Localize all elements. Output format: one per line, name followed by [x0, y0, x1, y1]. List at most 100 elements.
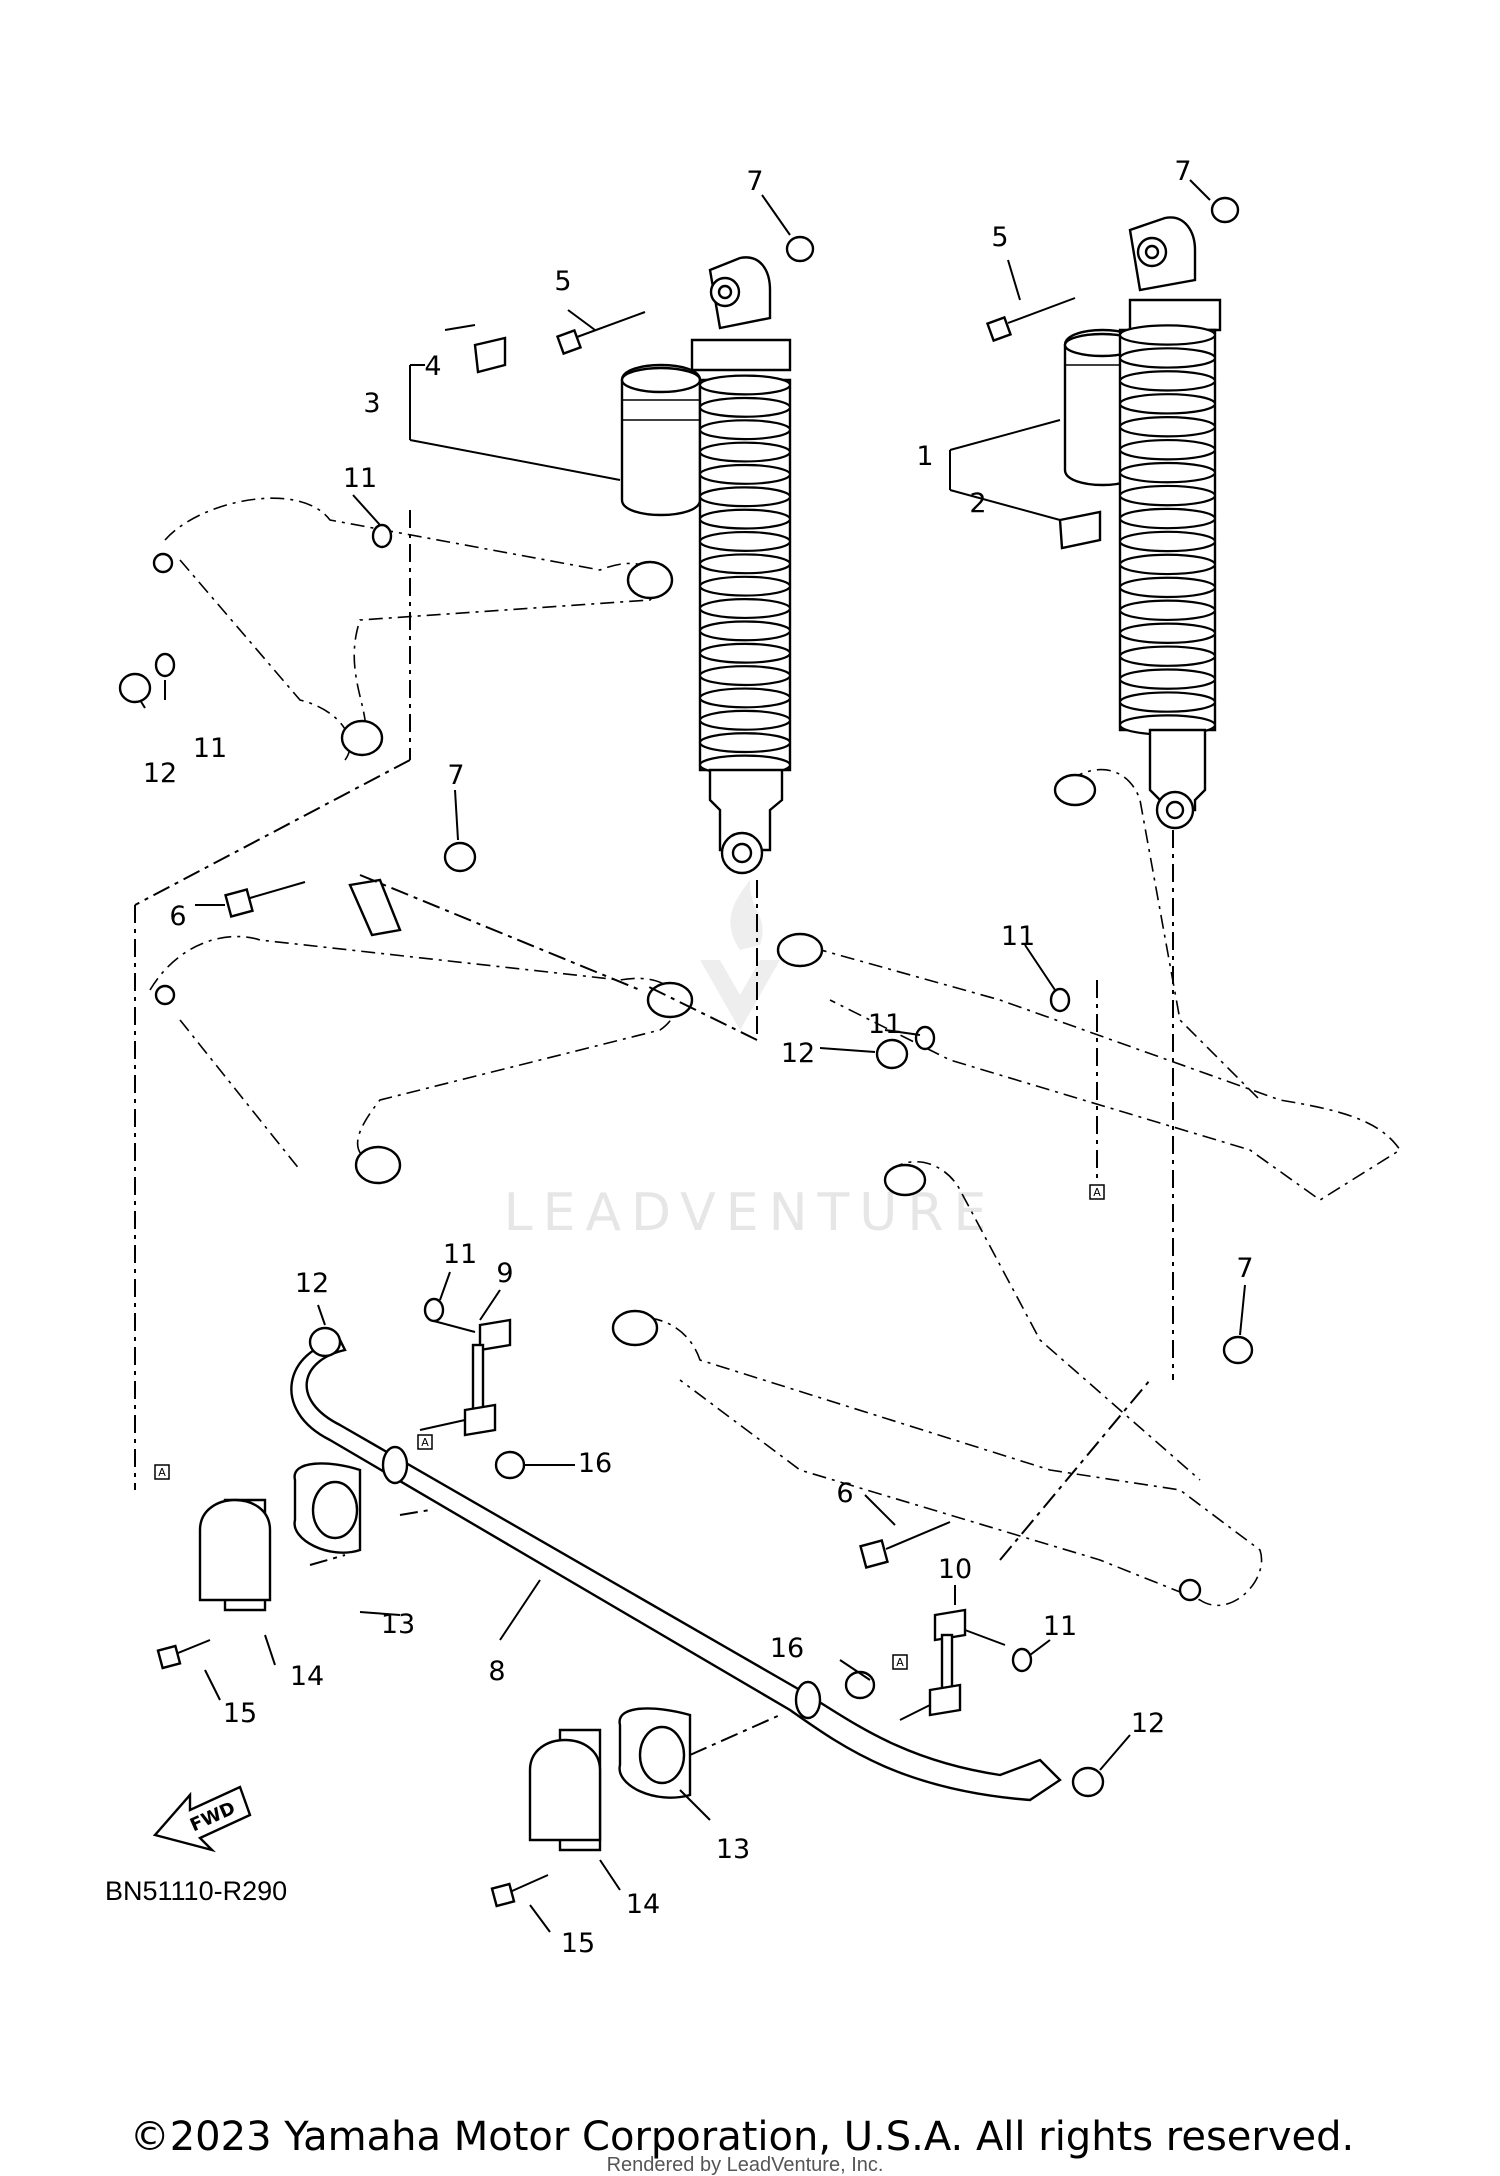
callout-16-b: 16: [770, 1633, 804, 1664]
callout-7-top-right: 7: [1174, 156, 1191, 187]
nut-16-a: [494, 1450, 526, 1480]
spring-coil-turn: [698, 486, 792, 508]
callout-11-a: 11: [343, 463, 377, 494]
spring-coil-turn: [1118, 599, 1217, 622]
spring-coil-turn: [698, 441, 792, 463]
ref-marker-a-3: A: [417, 1434, 433, 1450]
spring-coil-turn: [698, 598, 792, 620]
callout-14-right: 14: [626, 1889, 660, 1920]
spring-coil-turn: [698, 642, 792, 664]
spring-coil-turn: [698, 530, 792, 552]
callout-11-f: 11: [1043, 1611, 1077, 1642]
spring-coil-turn: [698, 374, 792, 396]
callout-11-e: 11: [443, 1239, 477, 1270]
spring-coil-turn: [1118, 324, 1217, 346]
left-shock-absorber: [620, 256, 792, 875]
washer-11-b: [154, 652, 176, 678]
callout-6-right: 6: [836, 1478, 853, 1509]
assembly-reference-lines: [134, 510, 1174, 1756]
nut-16-b: [844, 1670, 876, 1700]
spring-coil-turn: [1118, 461, 1217, 484]
washer-11-d: [914, 1025, 936, 1051]
bushing-13-right: [618, 1707, 692, 1799]
spring-coil-turn: [698, 419, 792, 441]
spring-coil-turn: [698, 396, 792, 418]
spring-coil-turn: [1118, 393, 1217, 415]
forward-arrow: FWD: [152, 1785, 252, 1853]
watermark-text: LEADVENTURE: [504, 1183, 997, 1243]
rendered-by-note: Rendered by LeadVenture, Inc.: [607, 2154, 884, 2176]
callout-7-top-left: 7: [746, 166, 763, 197]
bracket-14-right: [528, 1728, 602, 1852]
spring-coil-turn: [698, 665, 792, 687]
spring-coil-turn: [698, 575, 792, 597]
band-4: [473, 336, 507, 374]
right-coil-spring: [1118, 324, 1217, 736]
callout-9: 9: [496, 1258, 513, 1289]
nut-12-d: [1071, 1766, 1105, 1798]
spring-coil-turn: [1118, 416, 1217, 438]
spring-coil-turn: [1118, 438, 1217, 461]
callout-11-d: 11: [868, 1009, 902, 1040]
spring-coil-turn: [1118, 530, 1217, 553]
nut-7-middle: [443, 841, 477, 873]
callout-12-d: 12: [1131, 1708, 1165, 1739]
bolt-5-right: [985, 297, 1076, 343]
spring-coil-turn: [1118, 576, 1217, 599]
svg-text:A: A: [158, 1466, 166, 1479]
copyright-notice: ©2023 Yamaha Motor Corporation, U.S.A. A…: [130, 2114, 1355, 2160]
svg-text:A: A: [896, 1656, 904, 1669]
spring-coil-turn: [1118, 370, 1217, 392]
callout-11-c: 11: [1001, 921, 1035, 952]
ref-marker-a-1: A: [154, 1464, 170, 1480]
spring-coil-turn: [698, 732, 792, 754]
spring-coil-turn: [1118, 668, 1217, 690]
callout-10: 10: [938, 1554, 972, 1585]
callout-2: 2: [969, 488, 986, 519]
ref-marker-a-4: A: [892, 1654, 908, 1670]
bushing-13-left: [293, 1462, 362, 1554]
spring-coil-turn: [1118, 691, 1217, 713]
band-2: [1058, 510, 1102, 550]
spring-coil-turn: [698, 508, 792, 530]
bolt-5-left: [555, 311, 646, 356]
callout-7-lower: 7: [1236, 1253, 1253, 1284]
nut-12-a: [118, 672, 152, 704]
callout-5-right: 5: [991, 222, 1008, 253]
stabilizer-bar: [290, 1338, 1062, 1802]
nut-12-b: [875, 1038, 909, 1070]
bolt-6-right: [859, 1521, 951, 1569]
lower-left-suspension-arm: [149, 878, 694, 1185]
callout-3: 3: [363, 388, 380, 419]
callout-14-left: 14: [290, 1661, 324, 1692]
spring-coil-turn: [698, 687, 792, 709]
callout-numbers: 1 2 3 4 5 5 6 6 7 7 7 7 8 9 10 11 11 11 …: [143, 156, 1254, 1959]
callout-8: 8: [488, 1656, 505, 1687]
washer-11-c: [1049, 987, 1071, 1013]
callout-leader-lines: [139, 179, 1246, 1933]
callout-12-b: 12: [781, 1038, 815, 1069]
callout-12-c: 12: [295, 1268, 329, 1299]
nut-12-c: [308, 1326, 342, 1358]
callout-13-right: 13: [716, 1834, 750, 1865]
diagram-part-code: BN51110-R290: [105, 1876, 287, 1906]
washer-11-e: [423, 1297, 445, 1323]
callout-15-left: 15: [223, 1698, 257, 1729]
svg-text:A: A: [1093, 1186, 1101, 1199]
right-shock-absorber: [1063, 216, 1222, 830]
bolt-6-left: [224, 881, 306, 918]
spring-coil-turn: [698, 553, 792, 575]
lower-right-suspension-arm: [611, 1160, 1263, 1607]
nut-7-lower-right: [1222, 1335, 1254, 1365]
callout-15-right: 15: [561, 1928, 595, 1959]
svg-text:A: A: [421, 1436, 429, 1449]
washer-11-a: [371, 523, 393, 549]
stabilizer-link-10: [899, 1608, 1006, 1721]
spring-coil-turn: [1118, 507, 1217, 530]
callout-16-a: 16: [578, 1448, 612, 1479]
nut-7-top-left: [785, 235, 815, 263]
callout-5-left: 5: [554, 266, 571, 297]
bolt-15-left: [156, 1639, 211, 1670]
callout-1: 1: [916, 441, 933, 472]
